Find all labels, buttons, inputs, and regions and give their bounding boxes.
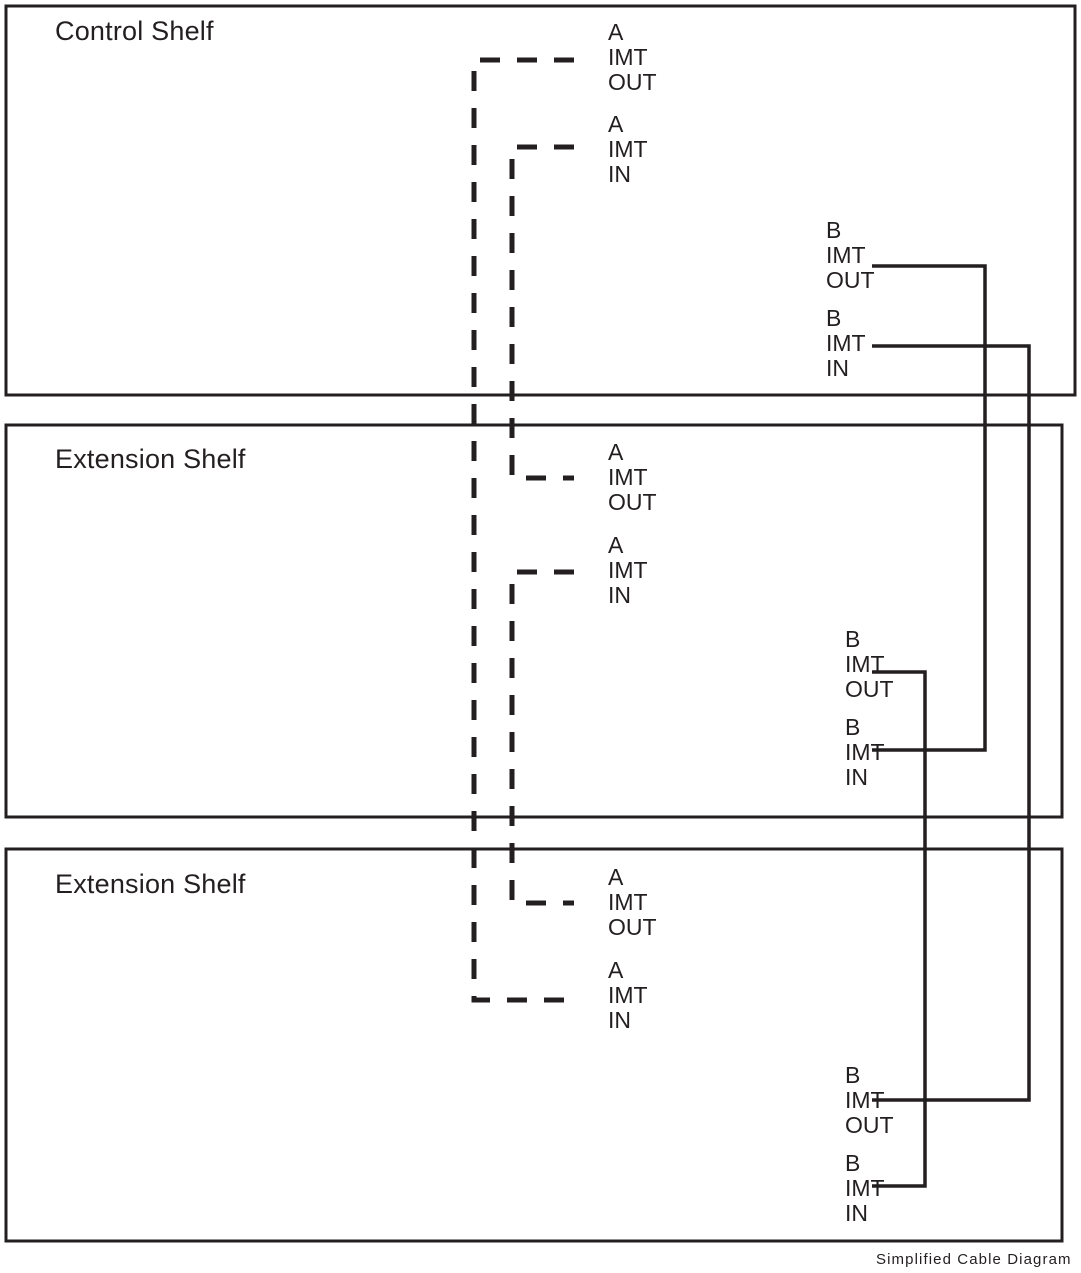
shelf-box-extension-shelf-1 xyxy=(4,423,1064,819)
cable-cable-b-control-out-to-ext1-in xyxy=(872,264,987,752)
cable-cable-a-ext1-in-to-ext2-out xyxy=(509,569,574,906)
cable-cable-b-control-in-to-ext2-out xyxy=(872,344,1031,1102)
diagram-caption: Simplified Cable Diagram xyxy=(876,1251,1072,1268)
shelf-title-extension-shelf-1: Extension Shelf xyxy=(55,444,246,474)
cable-cable-a-control-out-to-ext2-in xyxy=(471,57,580,1003)
shelf-boxes xyxy=(4,4,1077,1243)
cable-cable-a-control-in-to-ext1-out xyxy=(509,144,574,481)
cable-paths xyxy=(471,57,1031,1188)
shelf-title-control-shelf: Control Shelf xyxy=(55,16,214,46)
cable-cable-b-ext1-out-to-ext2-in xyxy=(872,670,927,1188)
shelf-box-control-shelf xyxy=(4,4,1077,397)
shelf-title-extension-shelf-2: Extension Shelf xyxy=(55,869,246,899)
shelf-box-extension-shelf-2 xyxy=(4,847,1064,1243)
